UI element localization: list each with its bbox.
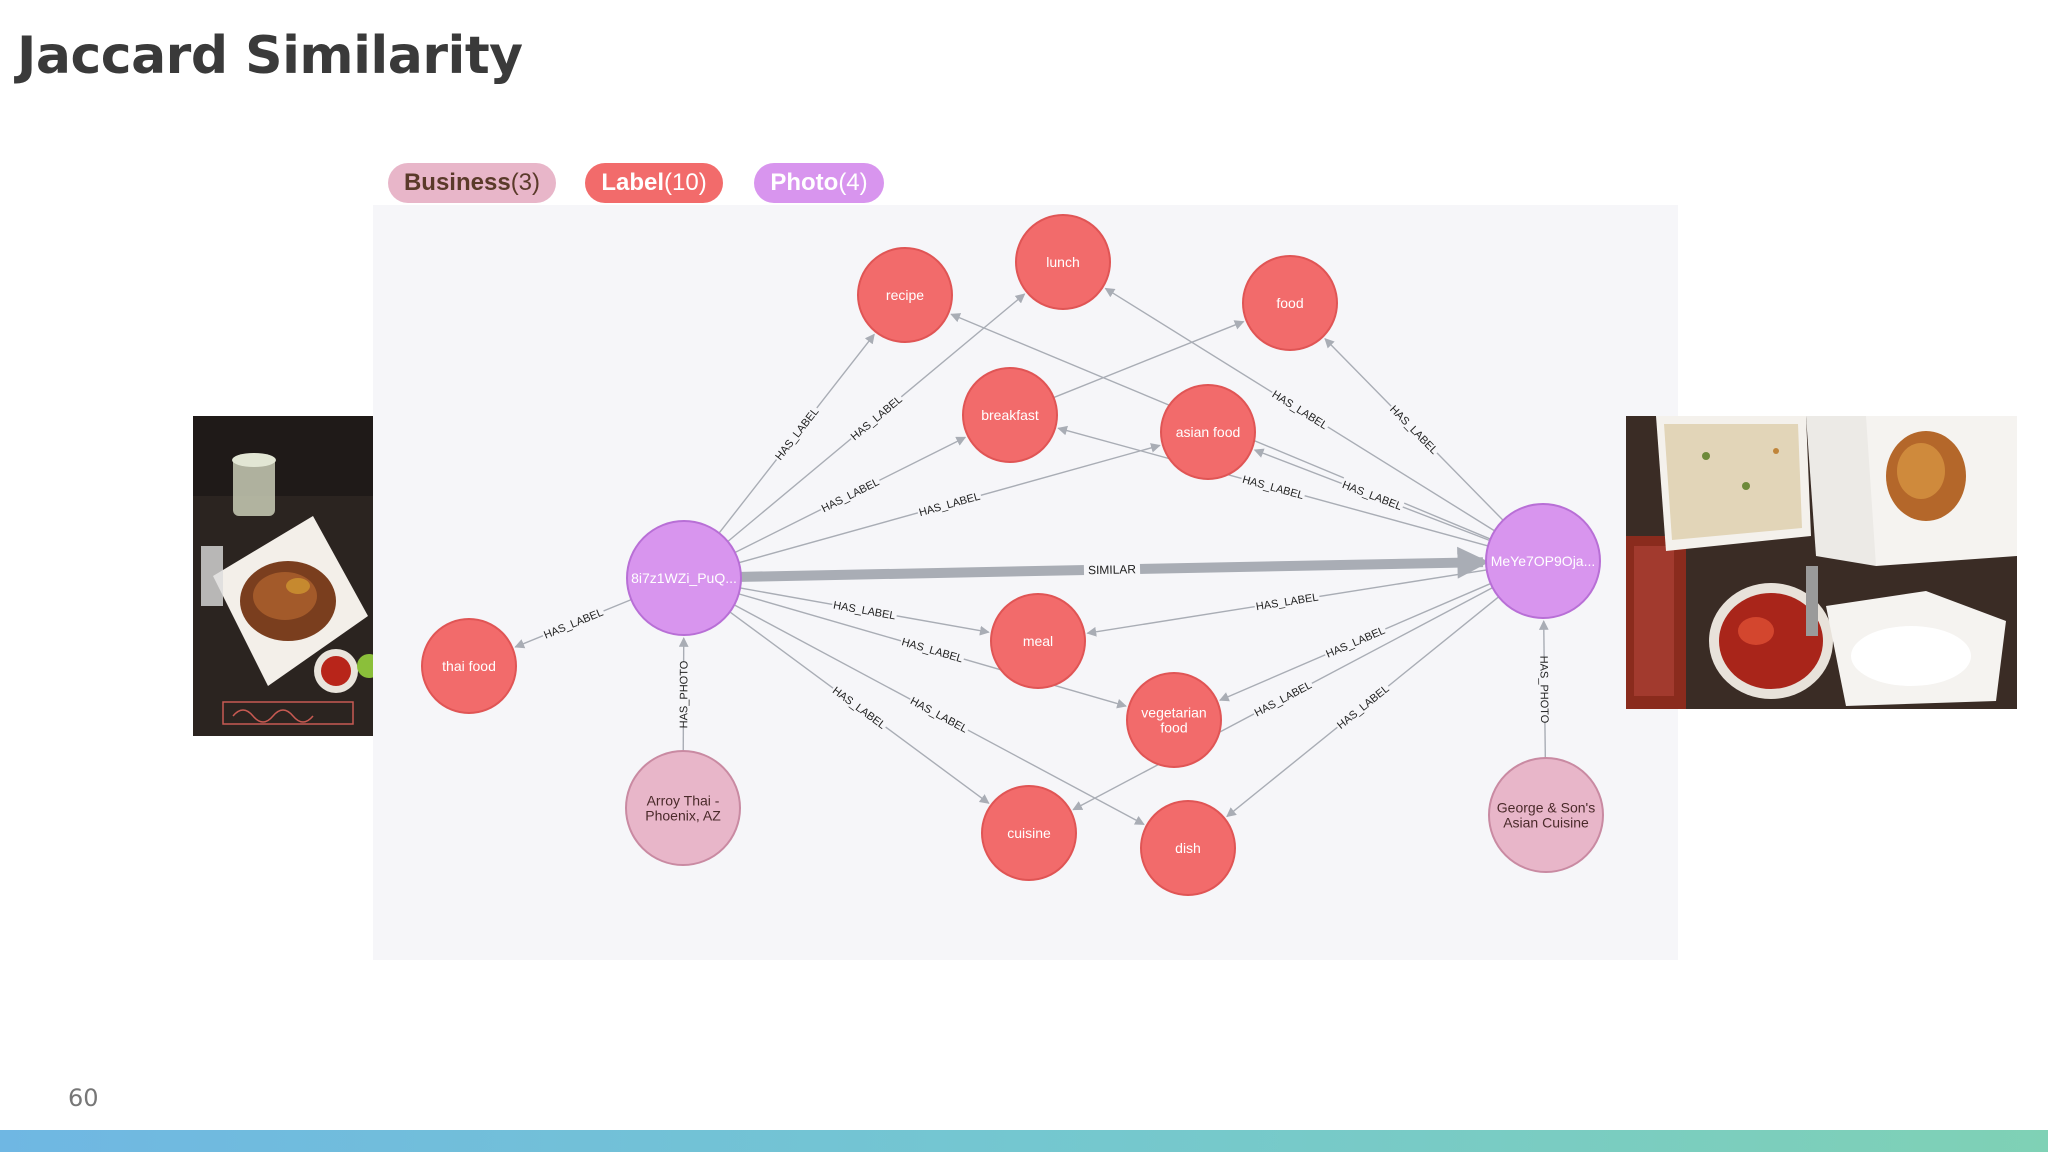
node-text: MeYe7OP9Oja... (1491, 553, 1596, 569)
edge-photo1-cuisine[interactable]: HAS_LABEL (729, 611, 990, 804)
node-cuisine[interactable]: cuisine (981, 785, 1077, 881)
node-food[interactable]: food (1242, 255, 1338, 351)
bottom-accent-bar (0, 1130, 2048, 1152)
legend-photo-count: (4) (838, 169, 868, 196)
edge-photo2-breakfast[interactable]: HAS_LABEL (1057, 425, 1489, 547)
food-photo-asian (1626, 416, 2017, 709)
edge-label: HAS_PHOTO (1537, 656, 1550, 724)
edge-photo1-meal[interactable]: HAS_LABEL (739, 587, 990, 636)
edge-label: HAS_LABEL (1253, 679, 1314, 719)
node-circle[interactable] (962, 367, 1058, 463)
node-text: lunch (1046, 254, 1079, 270)
node-photo2[interactable]: MeYe7OP9Oja... (1485, 503, 1601, 619)
legend-business-pill[interactable]: Business(3) (388, 163, 556, 203)
node-text: food (1160, 719, 1187, 735)
node-circle[interactable] (625, 750, 741, 866)
edge-photo1-photo2[interactable]: SIMILAR (740, 546, 1490, 582)
node-biz1[interactable]: Arroy Thai -Phoenix, AZ (625, 750, 741, 866)
legend-label-name: Label (601, 169, 664, 196)
node-meal[interactable]: meal (990, 593, 1086, 689)
edge-photo1-thaifood[interactable]: HAS_LABEL (514, 598, 632, 649)
edge-label: HAS_LABEL (900, 636, 964, 665)
node-circle[interactable] (981, 785, 1077, 881)
nodes-layer: 8i7z1WZi_PuQ... MeYe7OP9Oja... Arroy Thai … (421, 214, 1604, 896)
node-circle[interactable] (1242, 255, 1338, 351)
edge-label: HAS_LABEL (849, 394, 905, 444)
node-text: Arroy Thai - (647, 792, 720, 808)
node-asianfood[interactable]: asian food (1160, 384, 1256, 480)
node-text: 8i7z1WZi_PuQ... (631, 570, 737, 586)
node-text: asian food (1176, 424, 1241, 440)
legend-photo-name: Photo (770, 169, 839, 196)
node-photo1[interactable]: 8i7z1WZi_PuQ... (626, 520, 742, 636)
node-circle[interactable] (626, 520, 742, 636)
node-recipe[interactable]: recipe (857, 247, 953, 343)
legend-business-count: (3) (510, 169, 541, 196)
legend-label-count: (10) (664, 169, 707, 196)
node-circle[interactable] (1126, 672, 1222, 768)
legend-business-name: Business (403, 169, 511, 196)
node-thaifood[interactable]: thai food (421, 618, 517, 714)
edge-label: HAS_LABEL (1335, 683, 1392, 732)
node-text: recipe (886, 287, 924, 303)
edge-label: HAS_LABEL (1387, 403, 1440, 456)
node-circle[interactable] (857, 247, 953, 343)
edge-label: SIMILAR (1088, 562, 1137, 577)
node-text: vegetarian (1141, 704, 1206, 720)
node-text: cuisine (1007, 825, 1051, 841)
node-circle[interactable] (1140, 800, 1236, 896)
edge-photo2-meal[interactable]: HAS_LABEL (1086, 569, 1487, 637)
node-circle[interactable] (1015, 214, 1111, 310)
node-breakfast[interactable]: breakfast (962, 367, 1058, 463)
node-text: meal (1023, 633, 1053, 649)
edge-biz2-photo2[interactable]: HAS_PHOTO (1537, 620, 1554, 759)
node-text: Asian Cuisine (1503, 814, 1589, 830)
node-circle[interactable] (421, 618, 517, 714)
node-text: dish (1175, 840, 1201, 856)
node-text: breakfast (981, 407, 1039, 423)
food-photo-thai (193, 416, 373, 736)
legend-label-pill[interactable]: Label(10) (585, 163, 723, 203)
edge-label: HAS_LABEL (1270, 389, 1330, 432)
edge-label: HAS_LABEL (1241, 474, 1305, 502)
node-dish[interactable]: dish (1140, 800, 1236, 896)
edge-breakfast-food[interactable] (1053, 320, 1245, 399)
node-lunch[interactable]: lunch (1015, 214, 1111, 310)
edge-label: HAS_LABEL (820, 476, 882, 515)
page-number: 60 (68, 1084, 99, 1112)
slide-title: Jaccard Similarity (17, 26, 523, 86)
edge-label: HAS_PHOTO (678, 660, 690, 728)
legend-photo-pill[interactable]: Photo(4) (754, 163, 884, 203)
node-circle[interactable] (990, 593, 1086, 689)
edge-label: HAS_LABEL (918, 491, 982, 519)
node-text: Phoenix, AZ (645, 807, 721, 823)
node-circle[interactable] (1160, 384, 1256, 480)
edge-photo1-asianfood[interactable]: HAS_LABEL (738, 443, 1161, 564)
edge-label: HAS_LABEL (773, 406, 821, 463)
edge-line[interactable] (1053, 320, 1245, 399)
edge-label: HAS_LABEL (908, 695, 969, 735)
node-circle[interactable] (1485, 503, 1601, 619)
node-text: thai food (442, 658, 496, 674)
node-text: George & Son's (1497, 799, 1595, 815)
edge-photo1-breakfast[interactable]: HAS_LABEL (734, 436, 967, 554)
node-circle[interactable] (1488, 757, 1604, 873)
node-text: food (1276, 295, 1303, 311)
edge-biz1-photo1[interactable]: HAS_PHOTO (675, 637, 690, 752)
edge-label: HAS_LABEL (830, 685, 888, 732)
